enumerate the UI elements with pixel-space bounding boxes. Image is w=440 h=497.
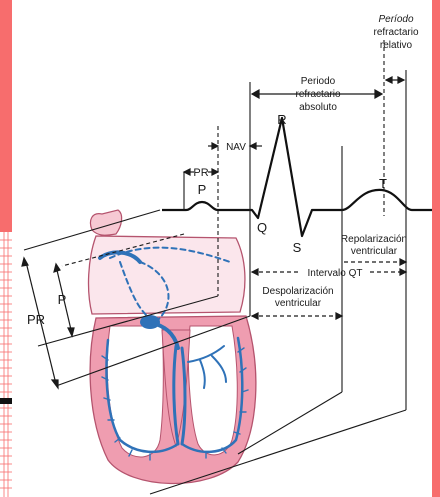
pr-top-label: PR xyxy=(193,167,208,179)
repolarization-label-line1: Repolarización xyxy=(341,234,407,245)
left-strip-marker xyxy=(0,398,12,404)
refractory-absolute-label-line1: Periodo xyxy=(301,76,336,87)
refractory-absolute-label-line3: absoluto xyxy=(299,102,337,113)
depolarization-label-line1: Despolarización xyxy=(262,286,333,297)
depolarization-label-line2: ventricular xyxy=(275,298,322,309)
repolarization-label-line2: ventricular xyxy=(351,246,398,257)
pr-side-label: PR xyxy=(27,312,45,327)
refractory-relative-label-line1: Período xyxy=(378,14,413,25)
r-wave-label: R xyxy=(277,112,286,127)
t-wave-label: T xyxy=(379,176,387,191)
nav-label: NAV xyxy=(226,142,246,153)
p-wave-label: P xyxy=(198,182,207,197)
q-wave-label: Q xyxy=(257,220,267,235)
heart-illustration xyxy=(89,210,256,484)
right-ventricle-cavity xyxy=(188,326,237,455)
refractory-relative-label-line2: refractario xyxy=(373,27,418,38)
s-wave-label: S xyxy=(293,240,302,255)
left-grid-strip xyxy=(0,232,12,497)
refractory-absolute-label-line2: refractario xyxy=(295,89,340,100)
p-side-label: P xyxy=(58,292,67,307)
refractory-relative-label-line3: relativo xyxy=(380,40,413,51)
qt-interval-label: Intervalo QT xyxy=(307,268,362,279)
